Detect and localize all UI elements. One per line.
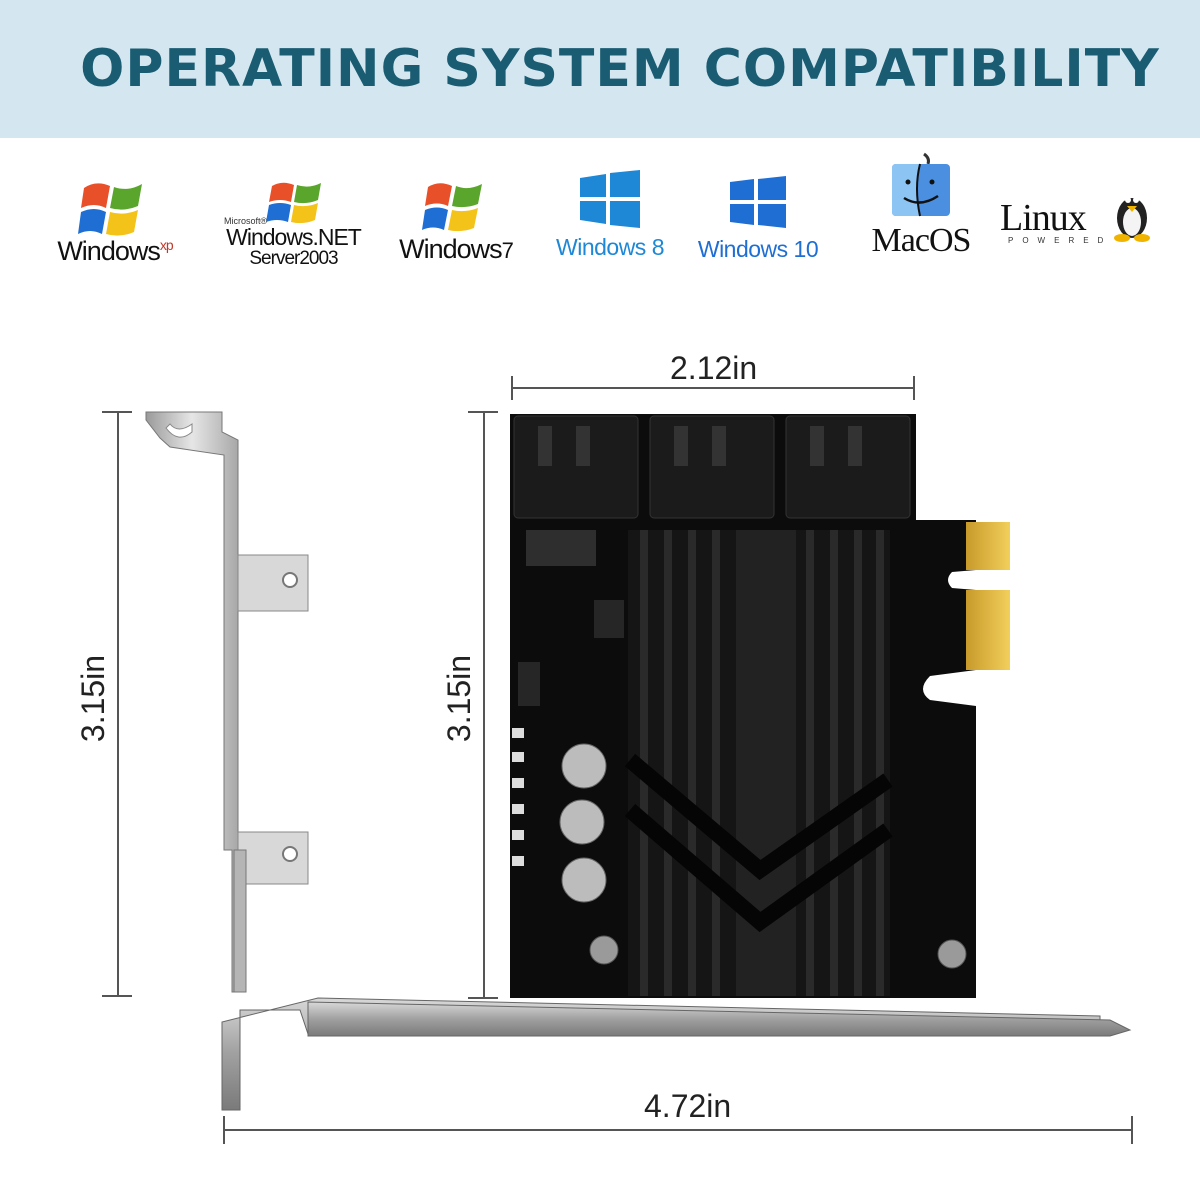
linux-tux-logo-icon [1114, 197, 1150, 242]
windows-7-logo-icon [422, 183, 482, 232]
os-windows-7: Windows7 [386, 150, 526, 280]
bracket-height-dimension [102, 411, 132, 997]
card-width-dimension [511, 376, 915, 400]
os-name: Windows [399, 234, 503, 264]
windows-8-logo-icon [580, 170, 640, 228]
mounting-screw [589, 935, 619, 965]
os-name: Linux [1000, 197, 1087, 239]
os-name: Windows 10 [697, 236, 819, 262]
bracket-height-label: 3.15in [75, 654, 112, 743]
pcie-sata-card [510, 414, 1010, 998]
os-logo-row: Windowsxp Microsoft® Windows.NET Server2… [0, 150, 1200, 290]
length-dimension-label: 4.72in [644, 1088, 732, 1124]
os-windows-8: Windows 8 [544, 150, 676, 280]
capacitor-group [559, 743, 607, 903]
os-name: Windows [57, 236, 161, 266]
os-name: MacOS [871, 222, 972, 259]
os-windows-xp: Windowsxp [40, 150, 190, 280]
os-version-sup: xp [159, 237, 174, 253]
os-name: Windows 8 [556, 234, 664, 260]
ic-chip [526, 530, 596, 566]
os-macos: MacOS [856, 150, 986, 280]
full-height-bracket [221, 997, 1132, 1111]
pcie-contacts [966, 590, 1010, 670]
card-height-label: 3.15in [441, 654, 478, 743]
page-title: OPERATING SYSTEM COMPATIBILITY [80, 39, 1160, 99]
windows-xp-logo-icon [78, 183, 142, 236]
width-dimension-label: 2.12in [670, 350, 758, 386]
os-maker-text: Microsoft® [224, 216, 268, 226]
os-subtitle: POWERED [1008, 236, 1113, 245]
os-version: 7 [501, 238, 514, 263]
title-banner: OPERATING SYSTEM COMPATIBILITY [0, 0, 1200, 138]
windows-server-logo-icon [266, 182, 321, 224]
pcie-contacts [966, 522, 1010, 570]
card-height-dimension [468, 411, 498, 999]
os-windows-server-2003: Microsoft® Windows.NET Server2003 [216, 150, 371, 280]
os-linux: Linux POWERED [1000, 150, 1160, 280]
mounting-screw [937, 939, 967, 969]
mac-finder-logo-icon [892, 152, 950, 217]
os-windows-10: Windows 10 [688, 150, 828, 280]
card-length-dimension [223, 1116, 1133, 1144]
windows-10-logo-icon [730, 176, 786, 228]
os-name: Windows.NET [226, 224, 362, 250]
os-subtitle: Server2003 [249, 248, 338, 269]
low-profile-bracket [145, 411, 309, 993]
